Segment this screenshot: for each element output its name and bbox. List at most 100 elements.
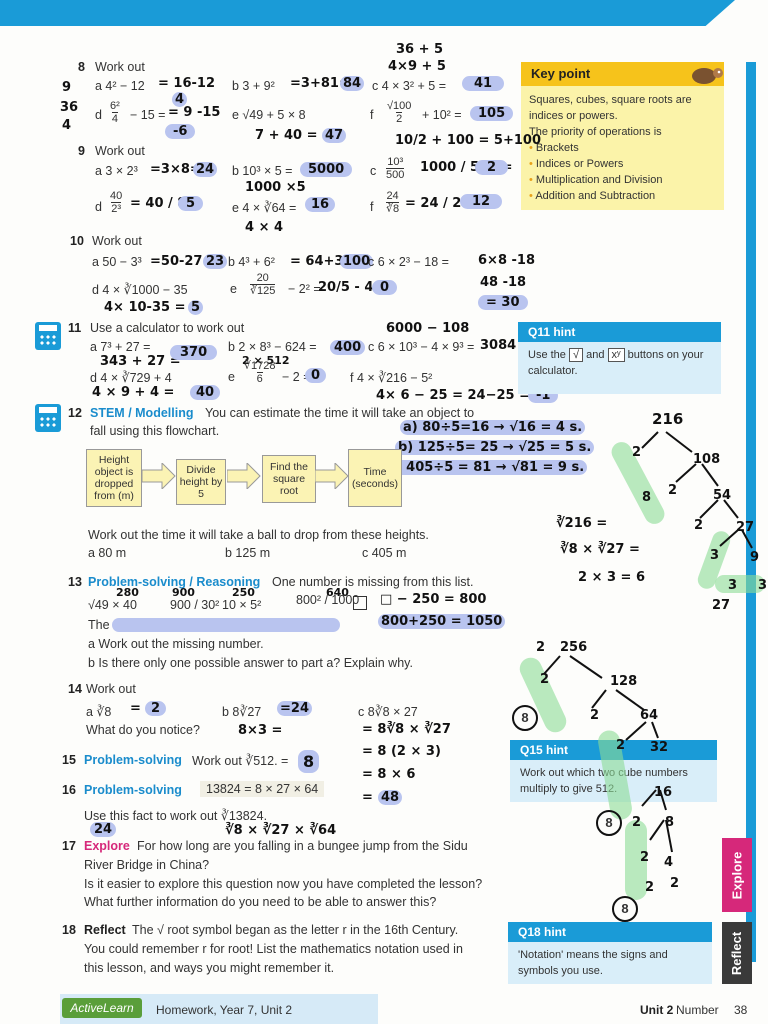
question-title: Work out (95, 60, 145, 74)
hw-work: 1000 ×5 (245, 180, 306, 195)
question-number: 9 (78, 144, 85, 158)
hw-work: =50-27= (150, 254, 214, 269)
question-number: 17 (62, 839, 76, 853)
list-item: Multiplication and Division (529, 172, 716, 188)
hw-work: 4×9 + 5 (388, 59, 446, 74)
q11-hint-box: Q11 hint Use the √ and xʸ buttons on you… (518, 322, 721, 394)
hw-answer: 8 (298, 750, 320, 773)
q10c: c 6 × 2³ − 18 = (368, 255, 449, 269)
question-title: Work out (95, 144, 145, 158)
hw-work: 36 + 5 (396, 42, 444, 57)
hw-answer: 5000 (300, 162, 353, 177)
q8b: b 3 + 9² (232, 79, 275, 93)
hw-work: 8×3 = (238, 723, 283, 738)
q11a: a 7³ + 27 = (90, 340, 151, 354)
list-item: Addition and Subtraction (529, 188, 716, 204)
q13a: a Work out the missing number. (88, 637, 264, 651)
hw-answer: =24 (277, 701, 312, 716)
hw-note: 36 (60, 100, 79, 115)
hw-answer: 24 (90, 822, 117, 837)
hw-answer: 23 (203, 254, 228, 269)
question-number: 11 (68, 321, 82, 335)
hw-answer: -6 (165, 124, 196, 139)
page-number: 38 (734, 1003, 748, 1017)
question-title: Work out (86, 682, 136, 696)
footer-unit-title: Number (676, 1003, 719, 1017)
q9e: e 4 × ∛64 = (232, 201, 297, 215)
q14a: a ∛8 (86, 705, 112, 719)
circled-answer: 8 (512, 705, 538, 731)
hw-work: 343 + 27 = (100, 354, 181, 369)
hint-title: Q18 hint (508, 922, 712, 942)
q18-hint-box: Q18 hint 'Notation' means the signs and … (508, 922, 712, 984)
hw-work: =3+81= (290, 76, 350, 91)
question-number: 8 (78, 60, 85, 74)
circled-answer: 8 (612, 896, 638, 922)
missing-box (353, 596, 367, 610)
hw-answer: 400 (330, 340, 366, 355)
hw-work: ∛8 × ∛27 × ∛64 (225, 823, 337, 838)
q11c: c 6 × 10³ − 4 × 9³ = (368, 340, 475, 354)
question-label: Explore (84, 839, 130, 853)
key-point-text: Squares, cubes, square roots are indices… (529, 94, 692, 122)
tab-reflect[interactable]: Reflect (722, 922, 752, 984)
list-item: Brackets (529, 140, 716, 156)
hw-answer: 5 (178, 196, 204, 211)
hw-answer: = 30 (478, 295, 528, 310)
tab-explore[interactable]: Explore (722, 838, 752, 912)
power-key-icon: xʸ (607, 348, 625, 362)
hw-work: 2 × 512 (242, 354, 290, 367)
q12b: b 125 m (225, 546, 271, 560)
fact-box: 13824 = 8 × 27 × 64 (200, 781, 325, 797)
question-number: 18 (62, 923, 76, 937)
q10e: e (230, 282, 237, 296)
question-number: 13 (68, 575, 82, 589)
q12c: c 405 m (362, 546, 407, 560)
q11e: e (228, 370, 235, 384)
hw-answer: 47 (322, 128, 347, 143)
hw-answer: 24 (193, 162, 218, 177)
arrow-right-icon (315, 463, 349, 489)
hw-work: 20/5 - 4 = (318, 280, 389, 295)
calculator-icon (35, 322, 61, 350)
question-title: Work out (92, 234, 142, 248)
hw-work: 6000 − 108 (386, 321, 470, 336)
q9f: f (370, 200, 374, 214)
key-point-box: Key point Squares, cubes, square roots a… (521, 62, 724, 210)
flow-box: Divide height by 5 (176, 459, 226, 505)
hw-work: 4× 6 − 25 = 24−25 = (376, 388, 530, 403)
highlight (112, 618, 340, 632)
flowchart: Height object is dropped from (m) Divide… (86, 445, 406, 507)
hw-answer: 84 (340, 76, 365, 91)
hw-work: 4 × 9 + 4 = (92, 385, 175, 400)
hw-note: 4 (62, 118, 72, 133)
question-number: 10 (70, 234, 84, 248)
q13b: b Is there only one possible answer to p… (88, 656, 413, 670)
question-number: 15 (62, 753, 76, 767)
question-label: Problem-solving / Reasoning (88, 575, 261, 589)
question-number: 12 (68, 406, 82, 420)
top-banner (0, 0, 735, 26)
hw-answer: 0 (372, 280, 398, 295)
arrow-right-icon (142, 463, 176, 489)
question-number: 14 (68, 682, 82, 696)
question-label: Problem-solving (84, 783, 182, 797)
hw-answer: 100 (340, 254, 374, 269)
q8f: f (370, 108, 374, 122)
arrow-right-icon (227, 463, 261, 489)
factor-tree-lines (641, 431, 753, 549)
hw-answer: 3084 (480, 338, 517, 353)
q9b: b 10³ × 5 = (232, 164, 293, 178)
hw-answer: 5 (188, 300, 204, 315)
hw-work: = 24 / 2 = (405, 196, 477, 211)
hw-work: □ − 250 = 800 (380, 592, 487, 607)
key-point-title: Key point (521, 62, 724, 86)
hw-answer: 2 (475, 160, 509, 175)
q10b: b 4³ + 6² (228, 255, 275, 269)
q8d: d (95, 108, 102, 122)
hw-answer: 800+250 = 1050 (378, 614, 506, 629)
hw-work: 4× 10-35 = (104, 300, 186, 315)
question-label: STEM / Modelling (90, 406, 194, 420)
q9d: d (95, 200, 102, 214)
hw-work: 4 × 4 (245, 220, 284, 235)
